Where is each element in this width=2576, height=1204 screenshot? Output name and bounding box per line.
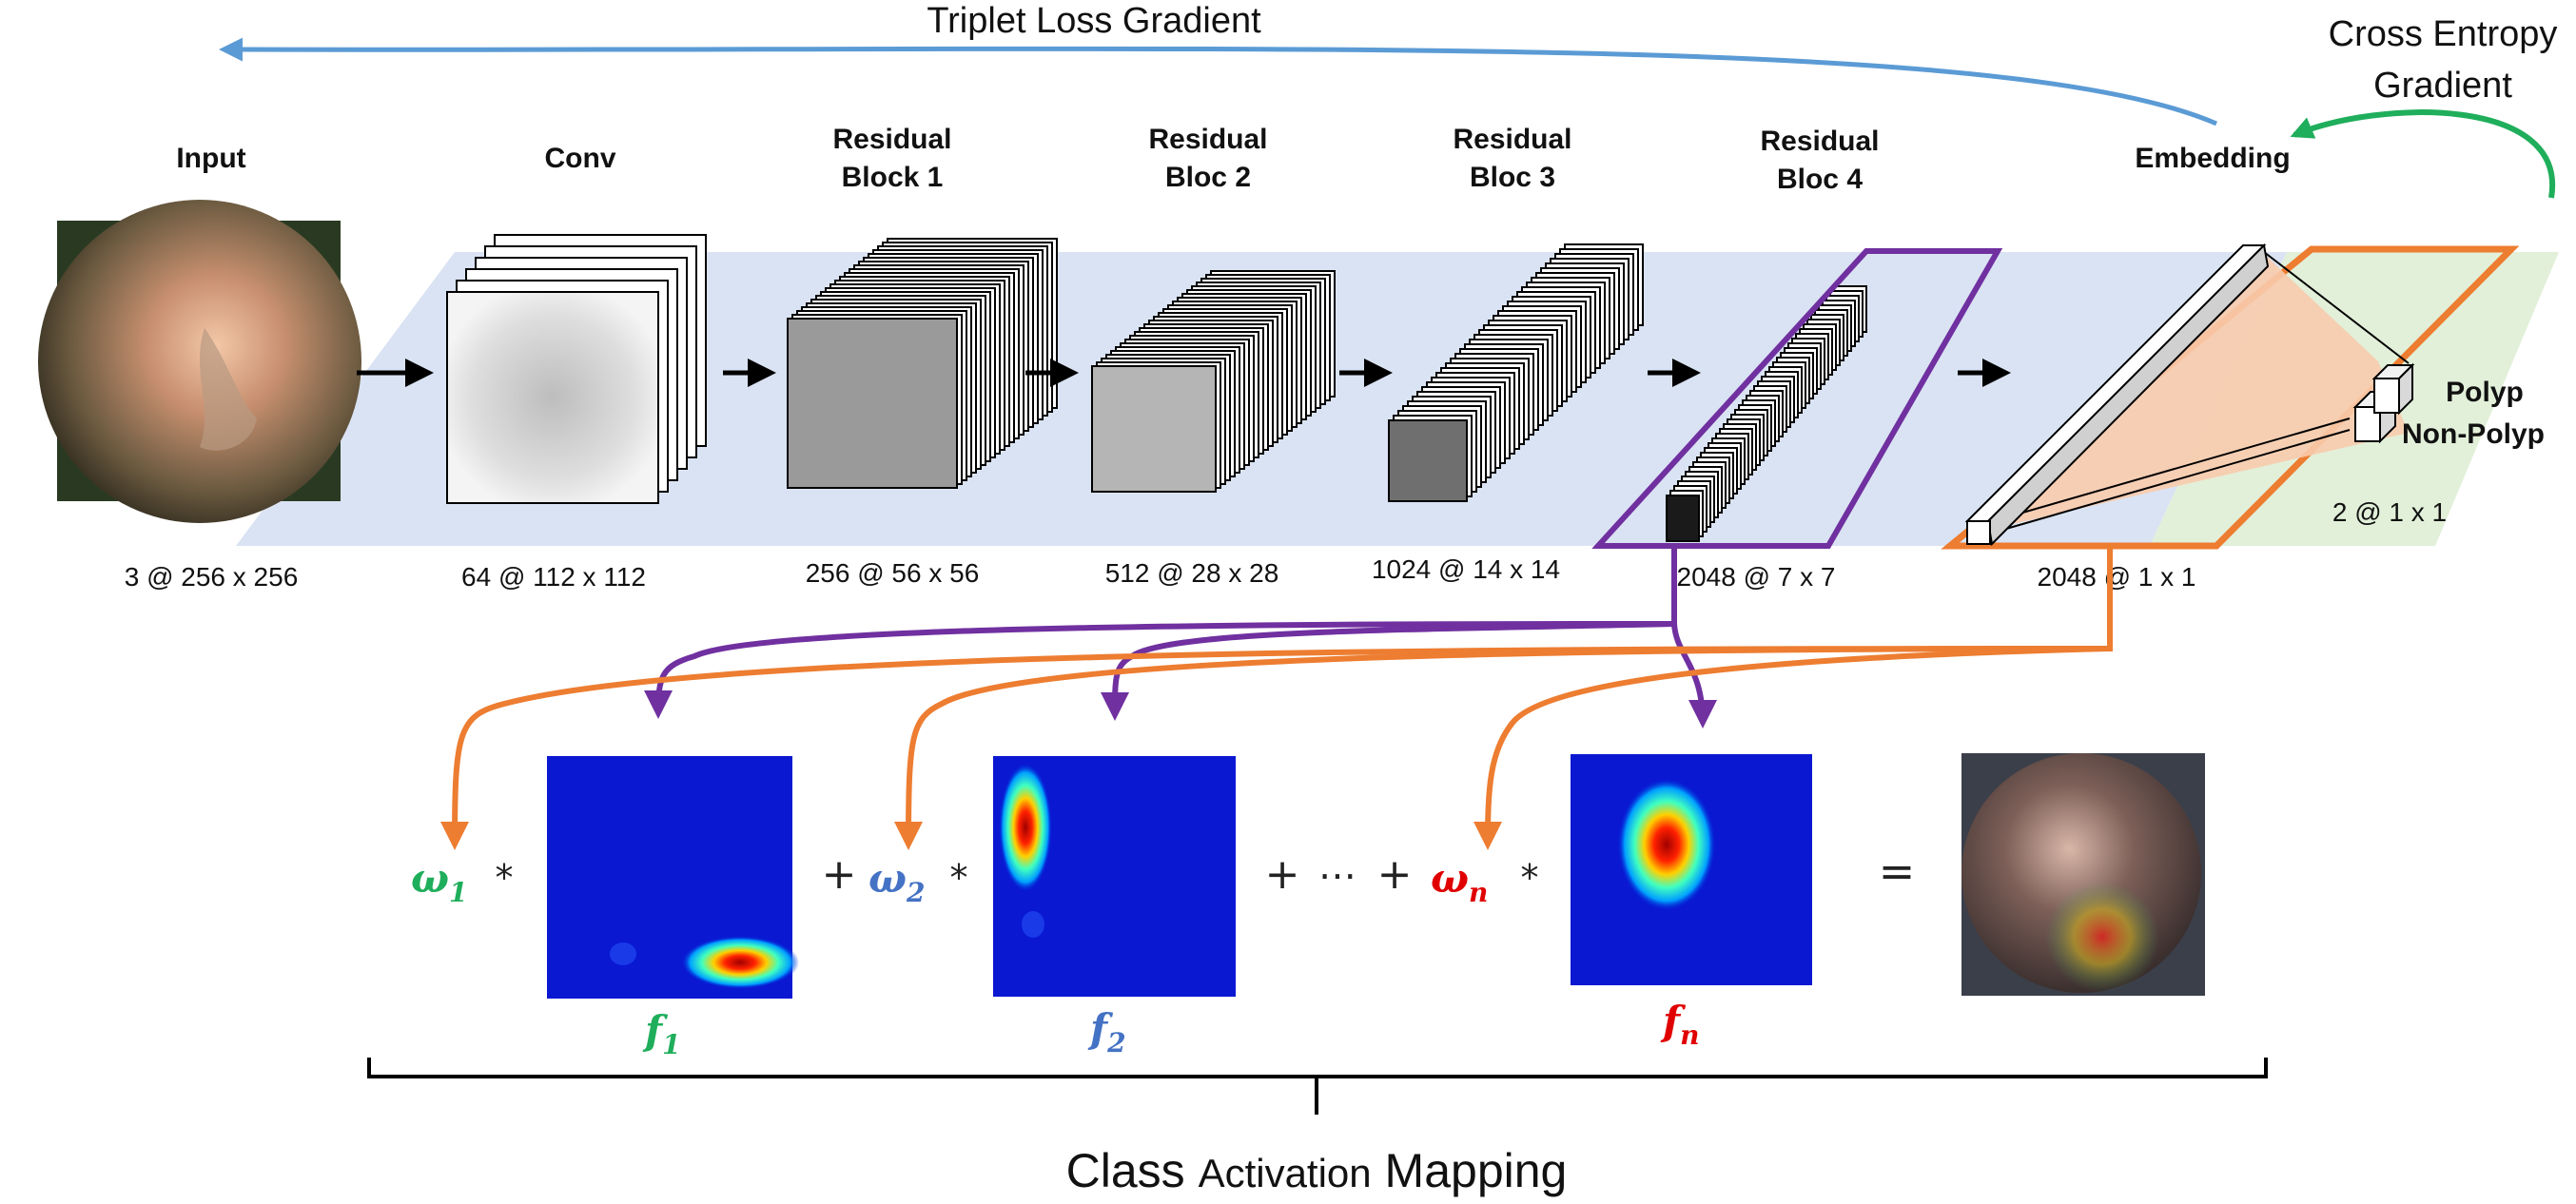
mul-2: * xyxy=(950,857,968,899)
omega-1: ω1 xyxy=(411,855,467,908)
cam-caption: Class Activation Mapping xyxy=(1066,1144,1568,1197)
res3-title-2: Bloc 3 xyxy=(1470,162,1555,193)
res4-title-1: Residual xyxy=(1760,126,1879,157)
output-dims: 2 @ 1 x 1 xyxy=(2332,497,2447,527)
output-class-non-polyp: Non-Polyp xyxy=(2402,418,2545,450)
fn-label: fn xyxy=(1660,998,1699,1051)
output-class-polyp: Polyp xyxy=(2446,377,2524,408)
res2-title-1: Residual xyxy=(1148,124,1267,155)
res4-dims: 2048 @ 7 x 7 xyxy=(1677,562,1836,592)
input-image xyxy=(38,200,361,523)
mul-n: * xyxy=(1521,857,1539,899)
res1-title-1: Residual xyxy=(832,124,951,155)
triplet-loss-label: Triplet Loss Gradient xyxy=(927,1,1261,41)
f2-label: f2 xyxy=(1087,1005,1126,1058)
plus-1: + xyxy=(822,850,857,899)
cam-result-image xyxy=(1961,753,2205,996)
heatmap-f2 xyxy=(993,756,1236,997)
input-dims: 3 @ 256 x 256 xyxy=(125,562,299,592)
res1-feature-stack xyxy=(787,238,1058,489)
f1-label: f1 xyxy=(642,1007,681,1060)
output-block xyxy=(2352,362,2415,444)
res3-title-1: Residual xyxy=(1453,124,1571,155)
res2-feature-stack xyxy=(1091,270,1336,493)
equals: = xyxy=(1879,845,1916,897)
omega-n: ωn xyxy=(1431,855,1488,908)
heatmap-fn xyxy=(1571,754,1812,985)
heatmap-f1 xyxy=(547,756,799,999)
conv-dims: 64 @ 112 x 112 xyxy=(461,562,646,592)
res2-dims: 512 @ 28 x 28 xyxy=(1105,558,1279,588)
cross-entropy-arrow xyxy=(2290,109,2556,199)
res1-title-2: Block 1 xyxy=(842,162,944,193)
res1-dims: 256 @ 56 x 56 xyxy=(806,558,980,588)
conv-title: Conv xyxy=(545,143,616,174)
embedding-dims: 2048 @ 1 x 1 xyxy=(2038,562,2196,592)
res2-title-2: Bloc 2 xyxy=(1165,162,1251,193)
cross-entropy-label-1: Cross Entropy xyxy=(2329,14,2558,54)
cross-entropy-label-2: Gradient xyxy=(2373,66,2512,106)
input-title: Input xyxy=(176,143,245,174)
res3-feature-stack xyxy=(1388,243,1644,502)
res4-highlight-box xyxy=(1591,248,2003,549)
triplet-loss-arrow xyxy=(219,37,2217,126)
plus-3: + xyxy=(1377,850,1413,899)
mul-1: * xyxy=(496,857,514,899)
embedding-title: Embedding xyxy=(2135,143,2290,174)
weight-connectors xyxy=(440,546,2113,850)
plus-2: + xyxy=(1265,850,1300,899)
res4-title-2: Bloc 4 xyxy=(1777,164,1863,195)
res3-dims: 1024 @ 14 x 14 xyxy=(1372,554,1560,584)
omega-2: ω2 xyxy=(868,855,925,908)
conv-feature-stack xyxy=(446,234,707,504)
cam-brace xyxy=(367,1058,2268,1115)
embedding-block xyxy=(1941,243,2520,550)
res4-feature-stack xyxy=(1666,285,1867,542)
ellipsis: ⋯ xyxy=(1318,854,1356,898)
